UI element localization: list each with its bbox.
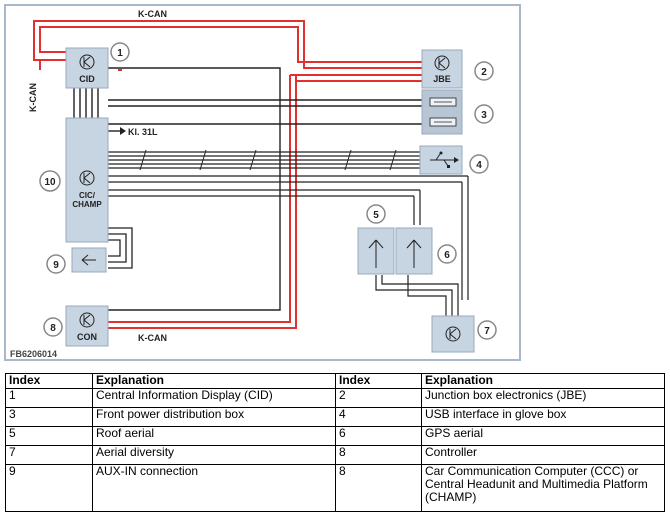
gps-aerial[interactable] [395, 227, 433, 275]
legend-explanation: Roof aerial [92, 426, 336, 446]
legend-explanation: Front power distribution box [92, 407, 336, 427]
aux-in-module[interactable] [71, 247, 107, 273]
legend-index: 6 [335, 426, 422, 446]
callout-4: 4 [469, 154, 489, 174]
legend-explanation: Aerial diversity [92, 445, 336, 465]
callout-8: 8 [43, 317, 63, 337]
roof-aerial[interactable] [357, 227, 395, 275]
cic-label-line2: CHAMP [72, 200, 102, 209]
callout-6: 6 [437, 244, 457, 264]
con-module[interactable]: CON [65, 305, 109, 347]
kcan-bus [33, 20, 422, 329]
legend-header-explanation-1: Explanation [92, 373, 336, 389]
legend-explanation: GPS aerial [421, 426, 665, 446]
legend-index: 1 [5, 388, 93, 408]
cid-label: CID [79, 74, 95, 84]
usb-harness [108, 151, 469, 300]
legend-explanation: Junction box electronics (JBE) [421, 388, 665, 408]
legend-index: 8 [335, 464, 422, 512]
power-wires [108, 99, 422, 125]
legend-explanation: AUX-IN connection [92, 464, 336, 512]
callout-5: 5 [366, 204, 386, 224]
aerial-wires [375, 275, 459, 318]
legend-header-explanation-2: Explanation [421, 373, 665, 389]
jbe-module[interactable]: JBE [421, 49, 463, 89]
aux-wires [108, 227, 133, 269]
legend-index: 3 [5, 407, 93, 427]
figure-code: FB6206014 [10, 349, 57, 359]
legend-table: Index Explanation Index Explanation 1 Ce… [5, 373, 665, 512]
legend-row: 7 Aerial diversity 8 Controller [5, 445, 665, 465]
legend-index: 2 [335, 388, 422, 408]
callout-9: 9 [46, 254, 66, 274]
callout-10: 10 [39, 170, 61, 192]
kcan-label-bottom: K-CAN [138, 333, 167, 343]
aerial-diversity-module[interactable] [431, 315, 475, 353]
svg-text:5: 5 [373, 210, 379, 221]
svg-text:8: 8 [50, 323, 56, 334]
cic-label-line1: CIC/ [79, 191, 96, 200]
harness-ticks [139, 149, 397, 171]
svg-text:3: 3 [481, 110, 487, 121]
usb-interface[interactable] [419, 145, 463, 175]
legend-index: 9 [5, 464, 93, 512]
legend-row: 1 Central Information Display (CID) 2 Ju… [5, 388, 665, 408]
jbe-label: JBE [433, 74, 451, 84]
svg-text:10: 10 [44, 177, 56, 188]
legend-header-index-2: Index [335, 373, 422, 389]
kcan-label-top: K-CAN [138, 9, 167, 19]
legend-row: 3 Front power distribution box 4 USB int… [5, 407, 665, 427]
legend-index: 8 [335, 445, 422, 465]
con-label: CON [77, 332, 97, 342]
callout-3: 3 [474, 104, 494, 124]
legend-explanation: USB interface in glove box [421, 407, 665, 427]
legend-index: 7 [5, 445, 93, 465]
svg-text:1: 1 [117, 48, 123, 59]
legend-index: 4 [335, 407, 422, 427]
callout-7: 7 [477, 320, 497, 340]
legend-explanation: Car Communication Computer (CCC) or Cent… [421, 464, 665, 512]
kcan-label-left: K-CAN [28, 83, 38, 112]
svg-text:7: 7 [484, 326, 490, 337]
ground-terminal [108, 127, 126, 135]
terminal-label: Kl. 31L [128, 127, 158, 137]
callout-2: 2 [474, 61, 494, 81]
legend-row: 9 AUX-IN connection 8 Car Communication … [5, 464, 665, 512]
callout-1: 1 [110, 42, 130, 62]
legend-header-index-1: Index [5, 373, 93, 389]
cic-champ-module[interactable]: CIC/ CHAMP [65, 117, 109, 243]
svg-text:4: 4 [476, 160, 482, 171]
wiring-diagram: Kl. 31L K-CAN K-CAN K-CAN CID CIC/ CHAMP… [4, 4, 521, 361]
legend-explanation: Controller [421, 445, 665, 465]
svg-text:9: 9 [53, 260, 59, 271]
svg-text:6: 6 [444, 250, 450, 261]
cid-module[interactable]: CID [65, 47, 109, 89]
legend-header-row: Index Explanation Index Explanation [5, 373, 665, 389]
legend-row: 5 Roof aerial 6 GPS aerial [5, 426, 665, 446]
legend-explanation: Central Information Display (CID) [92, 388, 336, 408]
fuse-box[interactable] [421, 89, 463, 135]
legend-index: 5 [5, 426, 93, 446]
svg-text:2: 2 [481, 67, 487, 78]
cid-cic-harness [73, 67, 281, 311]
